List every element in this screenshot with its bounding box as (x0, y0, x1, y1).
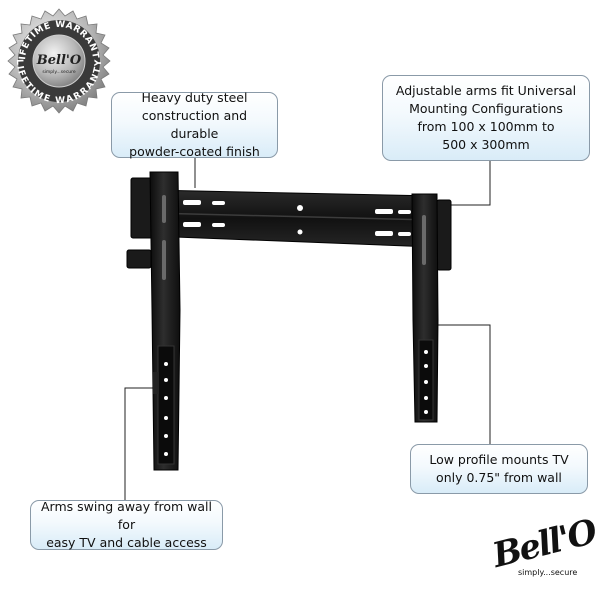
leader-lines (124, 158, 491, 500)
mount-slot (398, 210, 411, 214)
right-arm (411, 193, 452, 423)
warranty-seal-icon: LIFETIME WARRANTY LIFETIME WARRANTY Bell… (6, 8, 111, 114)
callout-adjustable-arms: Adjustable arms fit Universal Mounting C… (382, 75, 590, 161)
seal-tagline: simply...secure (42, 69, 76, 75)
leader-arms-adjust (446, 161, 491, 206)
logo-tagline: simply...secure (518, 568, 578, 577)
callout-steel-construction: Heavy duty steel construction and durabl… (111, 90, 278, 159)
callout-line: Mounting Configurations (409, 101, 563, 116)
mount-slot (183, 222, 201, 227)
mount-slot (183, 200, 201, 205)
mount-hole (297, 229, 303, 235)
bello-logo: Bell'O simply...secure (486, 512, 600, 594)
callout-line: Adjustable arms fit Universal (395, 83, 577, 98)
callout-swing-away: Arms swing away from wall for easy TV an… (30, 499, 223, 550)
leader-low-profile (436, 324, 491, 444)
callout-line: easy TV and cable access (46, 535, 207, 550)
mount-slot (375, 231, 393, 236)
callout-line: Arms swing away from wall for (41, 499, 212, 532)
mount-slot (212, 223, 225, 227)
wall-plate (149, 189, 436, 248)
callout-line: Low profile mounts TV (429, 452, 569, 467)
callout-line: powder-coated finish (129, 144, 260, 159)
mount-hole (297, 205, 303, 211)
callout-line: only 0.75" from wall (436, 470, 562, 485)
callout-line: Heavy duty steel (141, 90, 248, 105)
callout-low-profile: Low profile mounts TV only 0.75" from wa… (410, 444, 588, 494)
leader-swing (124, 387, 160, 500)
left-arm (126, 171, 181, 471)
callout-line: 500 x 300mm (442, 137, 530, 152)
mount-slot (375, 209, 393, 214)
mount-slot (398, 232, 411, 236)
seal-brand: Bell'O (36, 53, 82, 68)
callout-line: from 100 x 100mm to (417, 119, 555, 134)
callout-line: construction and durable (141, 108, 248, 141)
mount-slot (212, 201, 225, 205)
logo-brand: Bell'O (488, 511, 600, 577)
